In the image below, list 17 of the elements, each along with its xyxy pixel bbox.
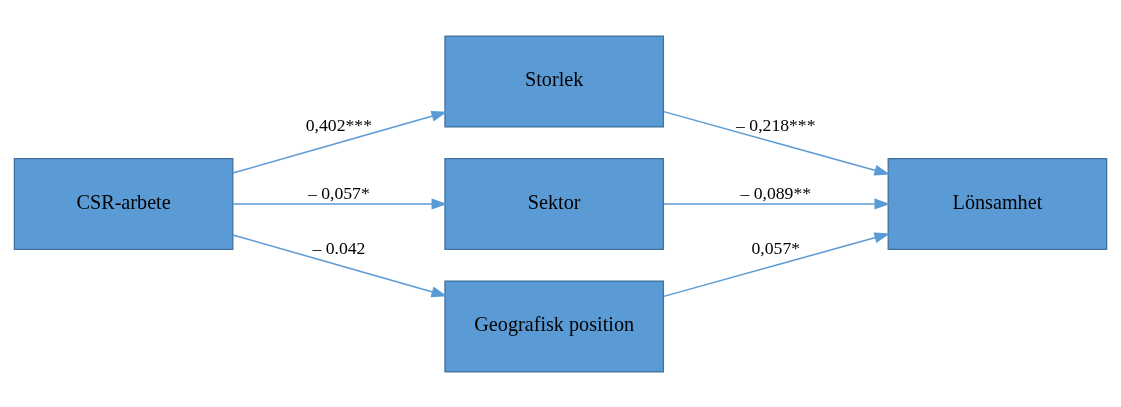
arrow — [663, 198, 891, 209]
node-box: Lönsamhet — [887, 157, 1108, 250]
node-box: Storlek — [444, 34, 665, 128]
edge-label: 0,402*** — [305, 114, 372, 135]
arrow — [232, 198, 448, 209]
edge-label: – 0,218*** — [736, 114, 816, 135]
arrow — [232, 233, 448, 297]
arrow — [663, 231, 891, 297]
edge-label: – 0.042 — [312, 237, 366, 257]
edge-label: – 0,057* — [307, 182, 370, 203]
node-box: Geografisk position — [444, 279, 665, 373]
arrow — [663, 110, 891, 176]
node-box: CSR-arbete — [13, 157, 234, 250]
node-box: Sektor — [444, 157, 665, 250]
edge-label: – 0,089** — [740, 182, 812, 203]
edge-label: 0,057* — [751, 237, 801, 257]
arrow — [232, 110, 448, 174]
